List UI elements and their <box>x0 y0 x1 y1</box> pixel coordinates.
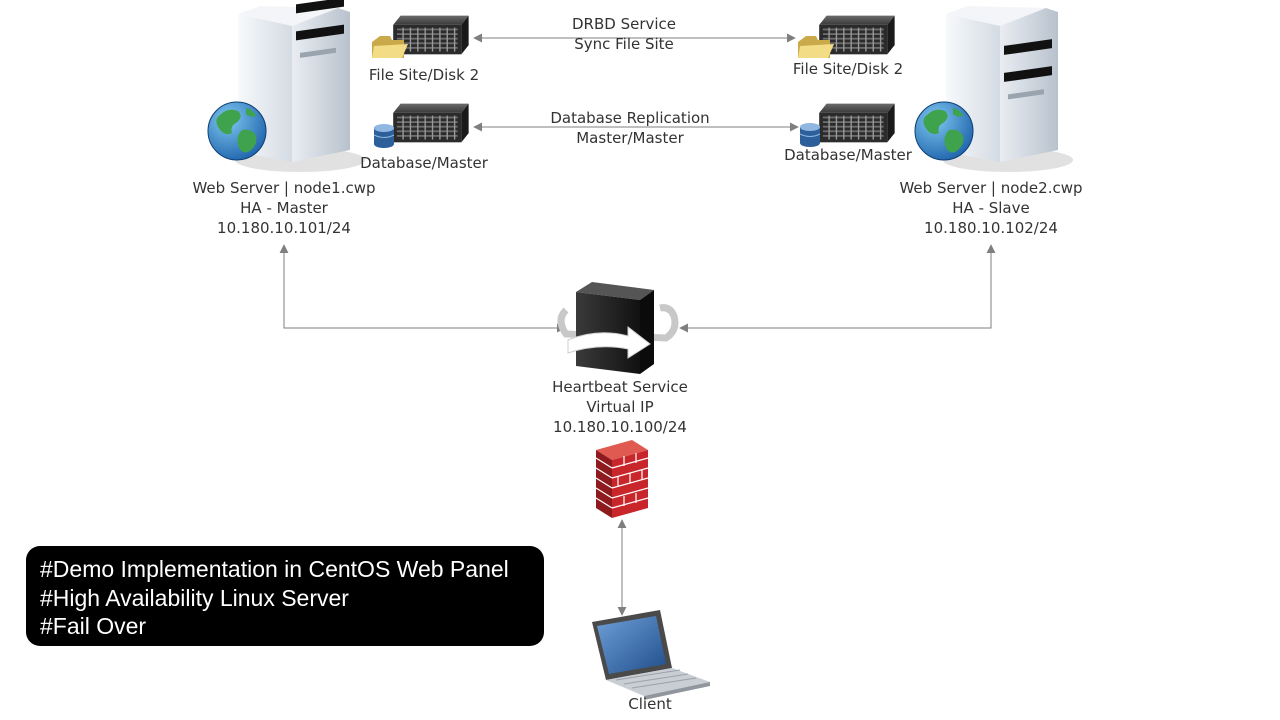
node1-globe-icon <box>207 101 267 161</box>
heartbeat-vip-line: Virtual IP <box>586 398 654 416</box>
heartbeat-ip-line: 10.180.10.100/24 <box>553 418 687 436</box>
node2-database-icon <box>799 123 821 147</box>
drbd-service-line: DRBD Service <box>571 15 677 33</box>
db-replication-label: Database Replication Master/Master <box>550 108 709 148</box>
node1-ip: 10.180.10.101/24 <box>217 219 351 237</box>
drbd-service-label: DRBD Service Sync File Site <box>572 14 676 54</box>
node1-role: HA - Master <box>240 199 328 217</box>
caption-line-failover: #Fail Over <box>40 613 147 639</box>
db-master-master-line: Master/Master <box>576 129 684 147</box>
node2-file-site-rack-server-icon <box>798 15 895 58</box>
node2-database-rack-server-icon <box>799 103 895 147</box>
node1-file-site-rack-server-icon <box>372 15 469 58</box>
node2-hostname: Web Server | node2.cwp <box>899 179 1083 197</box>
node2-folder-icon <box>798 36 834 58</box>
node2-database-label: Database/Master <box>784 146 912 164</box>
db-replication-line: Database Replication <box>550 109 710 127</box>
node1-database-icon <box>373 124 395 148</box>
node2-tower-server-icon <box>943 6 1073 172</box>
heartbeat-node2-connector <box>679 244 996 333</box>
client-label: Client <box>628 695 672 713</box>
caption-box: #Demo Implementation in CentOS Web Panel… <box>26 546 544 646</box>
node1-server-label: Web Server | node1.cwp HA - Master 10.18… <box>192 178 375 238</box>
heartbeat-label: Heartbeat Service Virtual IP 10.180.10.1… <box>552 377 688 437</box>
heartbeat-cluster-failover-icon <box>557 282 679 374</box>
heartbeat-service-line: Heartbeat Service <box>552 378 688 396</box>
node2-server-label: Web Server | node2.cwp HA - Slave 10.180… <box>899 178 1082 238</box>
node1-database-label: Database/Master <box>360 154 488 172</box>
node1-file-site-label: File Site/Disk 2 <box>368 66 480 84</box>
drbd-sync-line: Sync File Site <box>574 35 674 53</box>
node1-hostname: Web Server | node1.cwp <box>192 179 376 197</box>
caption-line-ha: #High Availability Linux Server <box>40 584 349 611</box>
node2-role: HA - Slave <box>952 199 1030 217</box>
node2-file-site-label: File Site/Disk 2 <box>792 60 904 78</box>
caption-line-demo: #Demo Implementation in CentOS Web Panel <box>40 556 509 582</box>
heartbeat-node1-connector <box>279 244 566 333</box>
node1-database-rack-server-icon <box>373 103 469 148</box>
client-laptop-icon <box>592 610 710 700</box>
firewall-icon <box>595 440 649 518</box>
node2-globe-icon <box>914 101 974 161</box>
node2-ip: 10.180.10.102/24 <box>924 219 1058 237</box>
node1-folder-icon <box>372 36 408 58</box>
